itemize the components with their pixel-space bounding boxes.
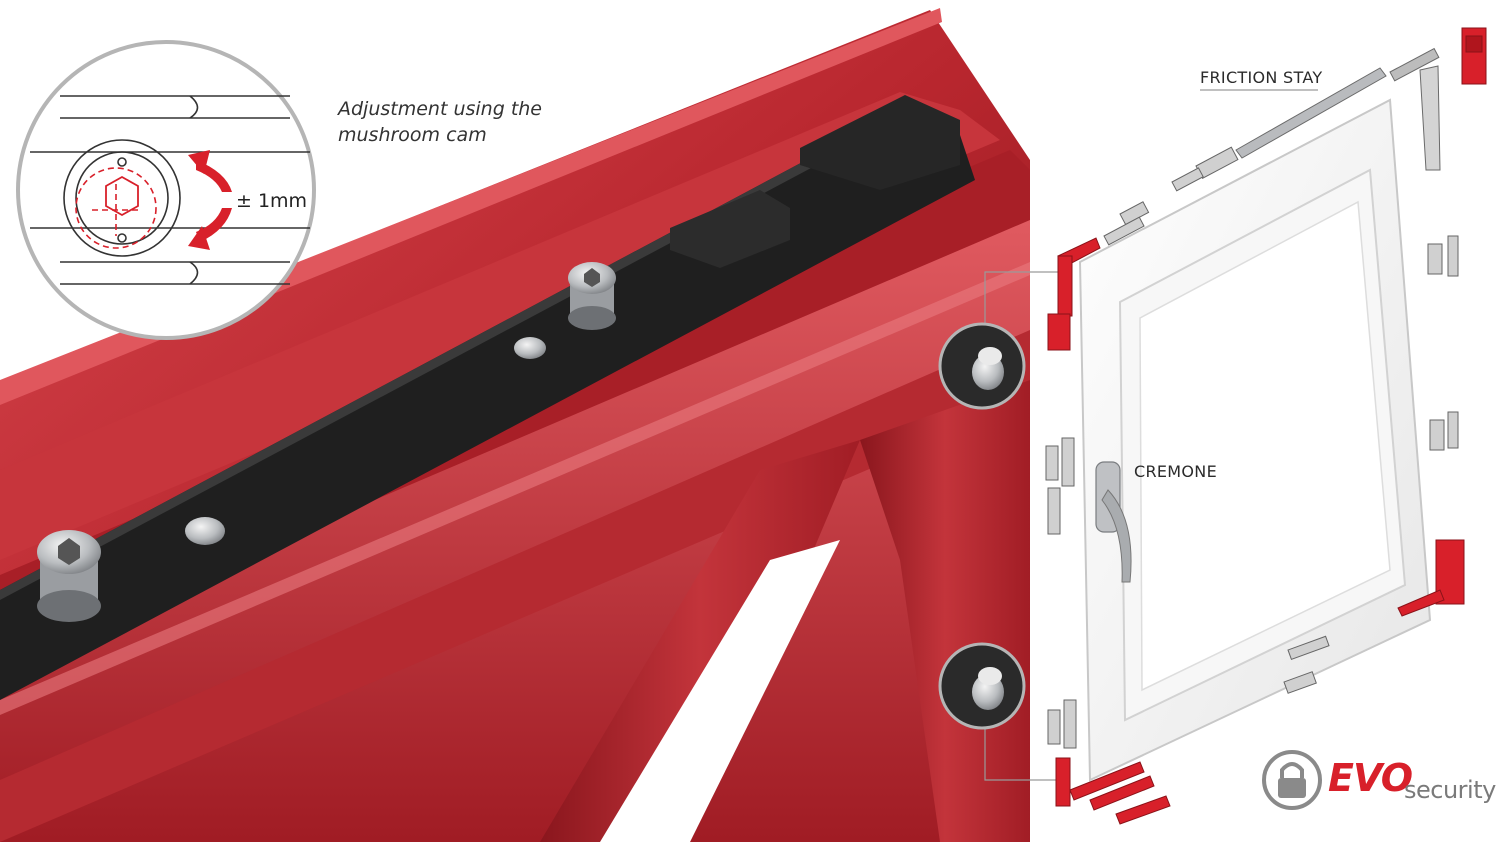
hardware-fittings (1045, 146, 1459, 749)
gear-track (0, 95, 975, 700)
track-end-cap (800, 95, 960, 190)
rivet (514, 337, 546, 359)
cremone-label: CREMONE (1134, 462, 1217, 481)
friction-stay-label: FRICTION STAY (1200, 68, 1323, 87)
cam-detail-circle (938, 322, 1026, 410)
padlock-icon (1262, 750, 1322, 810)
caption-line-2: mushroom cam (338, 124, 487, 146)
red-hardware-parts (1047, 27, 1487, 825)
mushroom-cam-icon (568, 262, 616, 330)
frame-opening (600, 540, 840, 842)
evo-security-logo: EVO security (1262, 748, 1506, 812)
frame-mullion-left (540, 440, 860, 842)
logo-main-text: EVO (1328, 756, 1413, 800)
frame-lower-ledge (0, 330, 1030, 842)
frame-highlight (0, 262, 1030, 715)
friction-stay (1235, 47, 1441, 171)
caption-line-1: Adjustment using the (338, 98, 542, 120)
keeper-block (670, 190, 790, 268)
rotate-arrows-icon (188, 150, 232, 250)
adjustment-detail-circle (16, 40, 316, 340)
adjustment-caption: Adjustment using the mushroom cam (338, 96, 578, 148)
logo-sub-text: security (1404, 776, 1496, 804)
exploded-window-assembly (938, 27, 1487, 825)
cam-detail-circle (938, 642, 1026, 730)
adjustment-tolerance-label: ± 1mm (236, 190, 308, 212)
rivet (185, 517, 225, 545)
sash-glass (1139, 200, 1391, 692)
cremone-handle (1095, 461, 1132, 583)
mushroom-cam-icon (37, 530, 101, 622)
